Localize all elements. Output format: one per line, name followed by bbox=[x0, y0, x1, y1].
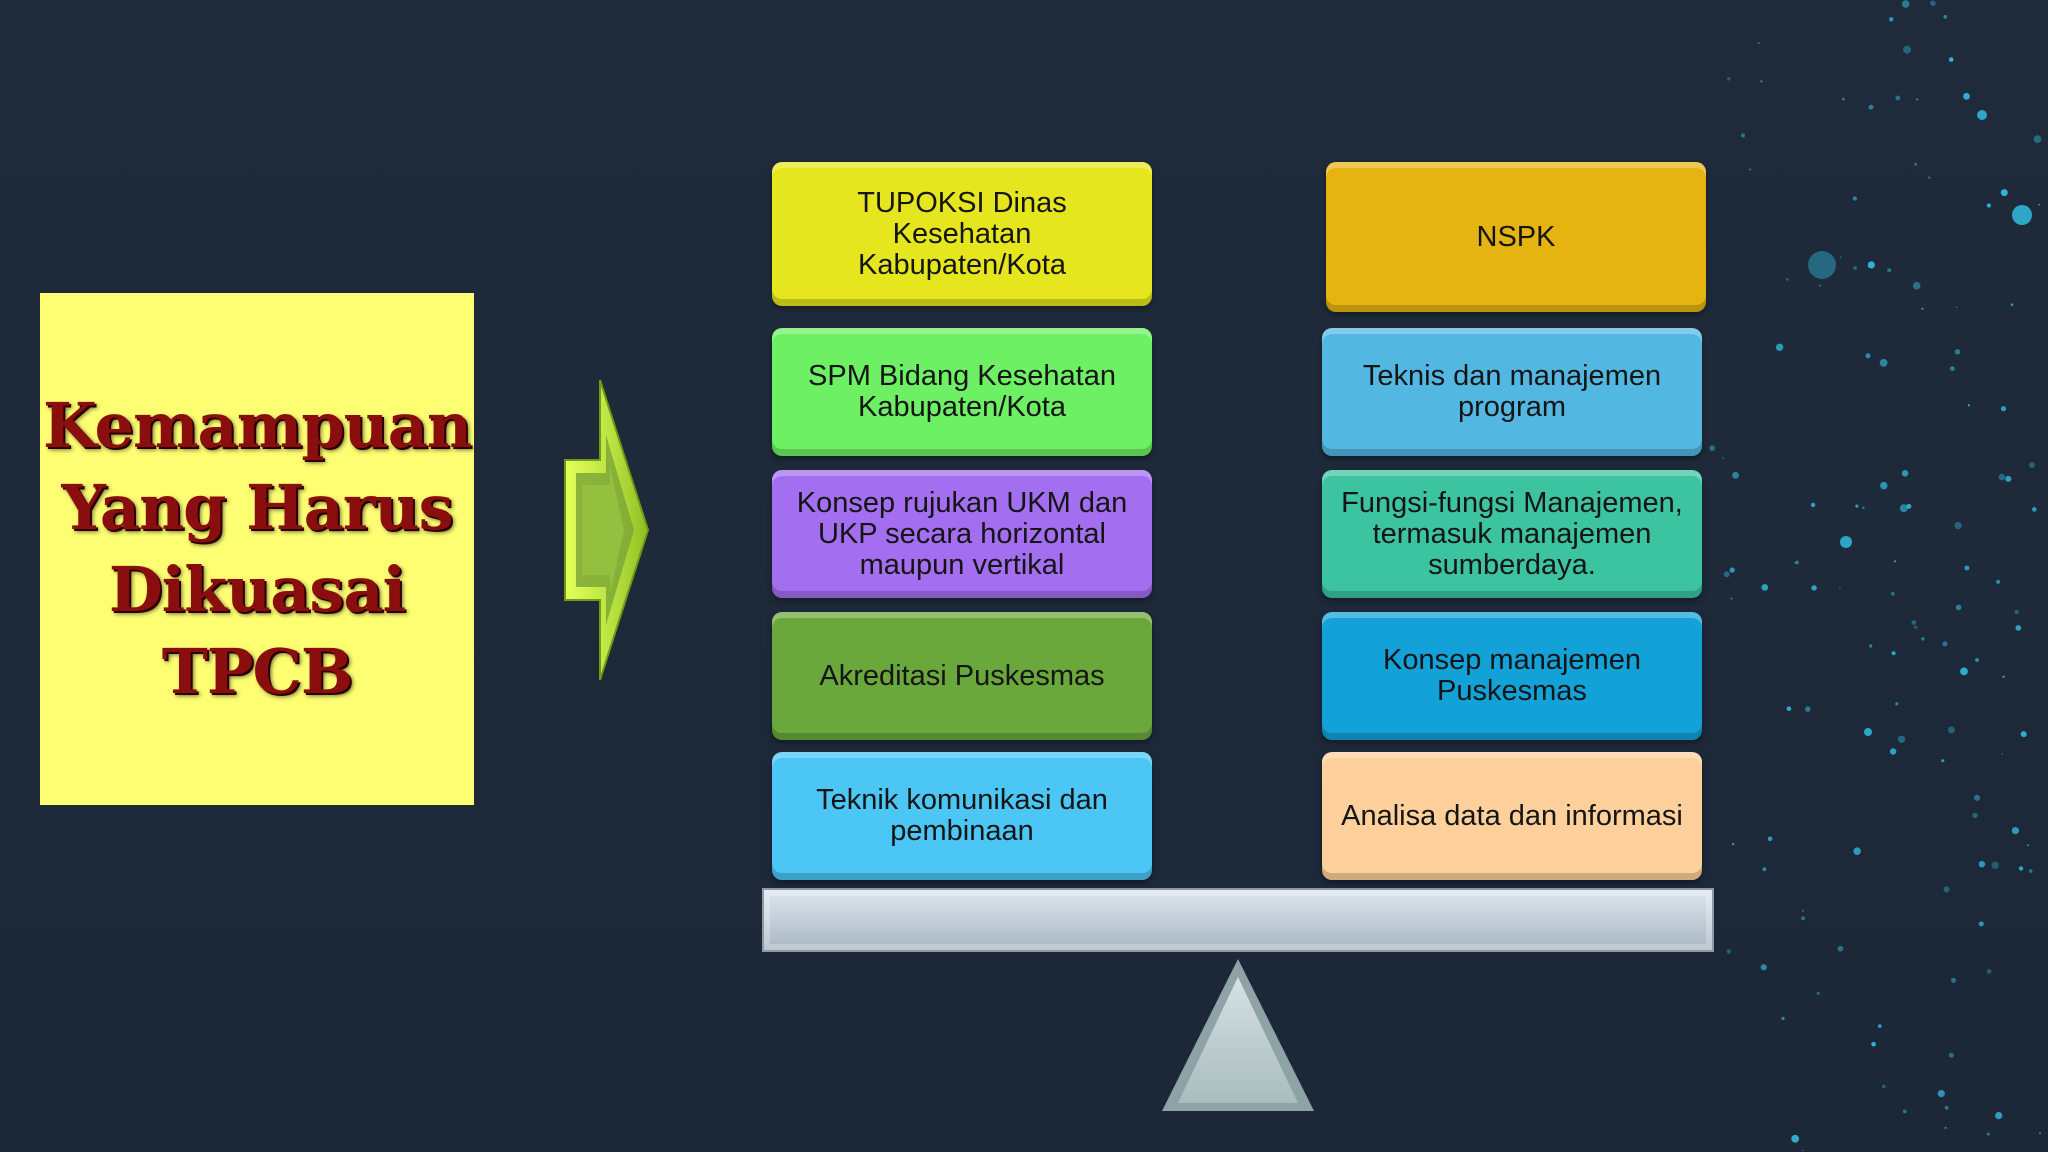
slide-title: Kemampuan Yang Harus Dikuasai TPCB bbox=[42, 389, 472, 708]
right-block-label: Fungsi-fungsi Manajemen, termasuk manaje… bbox=[1341, 486, 1683, 581]
right-block-5: Analisa data dan informasi bbox=[1322, 752, 1702, 880]
left-block-1: TUPOKSI Dinas Kesehatan Kabupaten/Kota bbox=[772, 162, 1152, 306]
right-block-1: NSPK bbox=[1326, 162, 1706, 312]
balance-beam bbox=[762, 888, 1714, 952]
left-block-3: Konsep rujukan UKM dan UKP secara horizo… bbox=[772, 470, 1152, 598]
left-block-4: Akreditasi Puskesmas bbox=[772, 612, 1152, 740]
right-arrow-icon bbox=[564, 379, 650, 681]
left-block-label: Teknik komunikasi dan pembinaan bbox=[816, 784, 1108, 847]
left-block-label: SPM Bidang Kesehatan Kabupaten/Kota bbox=[808, 360, 1116, 423]
fulcrum-triangle-icon bbox=[1162, 959, 1314, 1111]
right-block-label: Teknis dan manajemen program bbox=[1362, 360, 1662, 423]
left-block-label: Konsep rujukan UKM dan UKP secara horizo… bbox=[796, 486, 1128, 581]
right-block-label: Konsep manajemen Puskesmas bbox=[1383, 644, 1641, 707]
right-block-3: Fungsi-fungsi Manajemen, termasuk manaje… bbox=[1322, 470, 1702, 598]
right-block-label: NSPK bbox=[1476, 220, 1556, 253]
right-block-label: Analisa data dan informasi bbox=[1341, 799, 1683, 832]
right-block-2: Teknis dan manajemen program bbox=[1322, 328, 1702, 456]
left-block-5: Teknik komunikasi dan pembinaan bbox=[772, 752, 1152, 880]
left-block-label: Akreditasi Puskesmas bbox=[819, 659, 1105, 692]
title-box: Kemampuan Yang Harus Dikuasai TPCB bbox=[40, 293, 474, 805]
right-block-4: Konsep manajemen Puskesmas bbox=[1322, 612, 1702, 740]
left-block-label: TUPOKSI Dinas Kesehatan Kabupaten/Kota bbox=[857, 186, 1067, 281]
left-block-2: SPM Bidang Kesehatan Kabupaten/Kota bbox=[772, 328, 1152, 456]
